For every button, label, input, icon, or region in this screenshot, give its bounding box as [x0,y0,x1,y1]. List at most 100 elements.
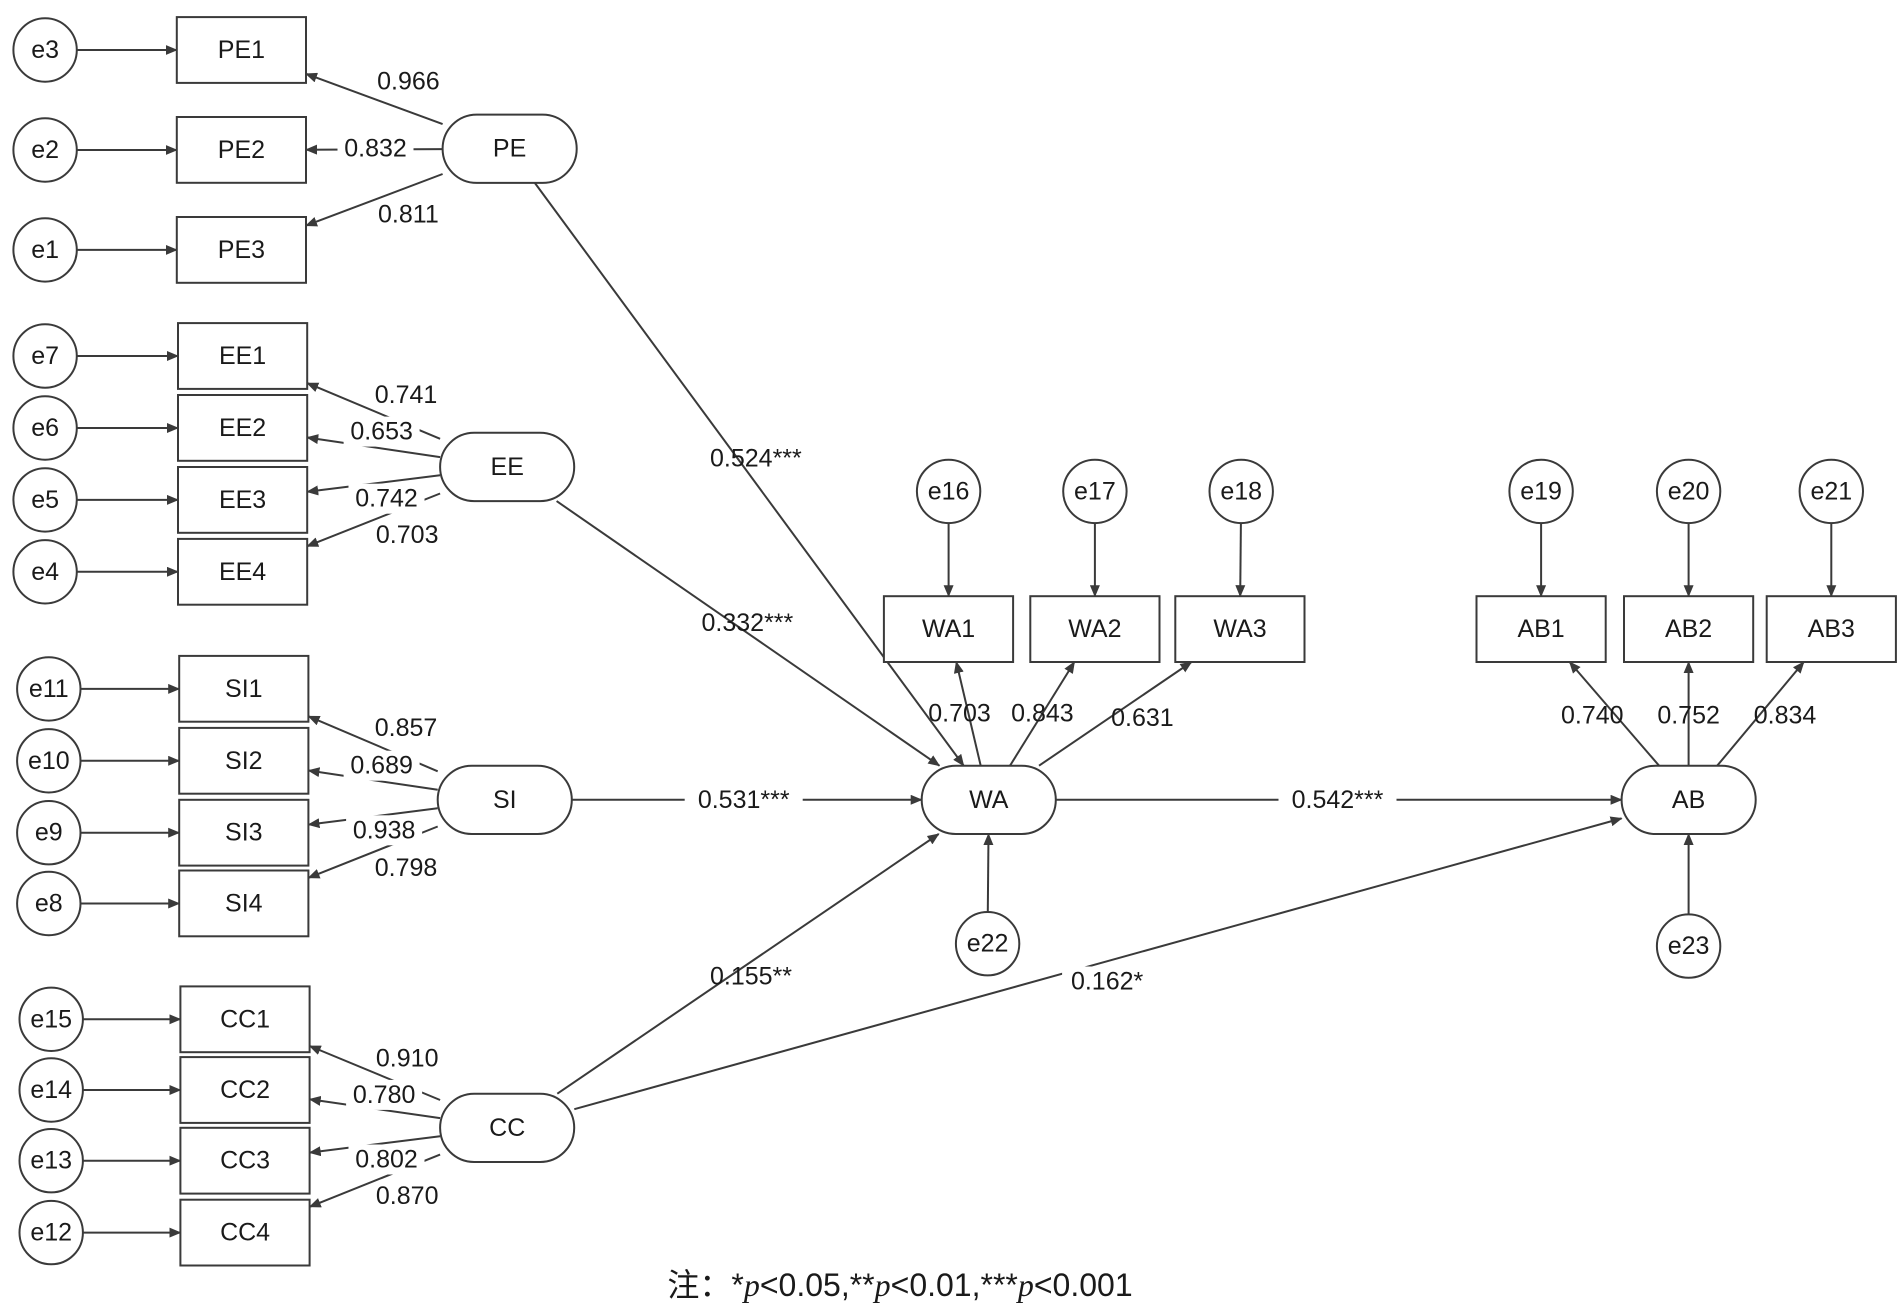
observed-variable-box [882,595,1015,664]
node-label-cc4: CC4 [220,1219,270,1247]
edge-label-pe-wa: 0.524*** [710,444,802,472]
error-term-circle [1208,458,1274,525]
node-label-e2: e2 [31,136,59,164]
node-label-pe2: PE2 [218,136,265,164]
node-e13: e13 [18,1128,84,1194]
node-label-ab2: AB2 [1665,615,1712,643]
node-cc4: CC4 [179,1198,311,1267]
node-label-wa1: WA1 [922,615,975,643]
edge-cc-to-ab [574,816,1623,1111]
edge-ee-to-ee2 [306,434,441,459]
error-term-circle [1508,458,1574,525]
edge-label-pe-pe2: 0.832 [344,135,407,163]
node-si4: SI4 [178,869,310,938]
node-label-cc3: CC3 [220,1147,270,1175]
significance-note: 注：*p<0.05,**p<0.01,***p<0.001 [667,1267,1132,1303]
observed-variable-box [179,1126,311,1195]
node-label-e9: e9 [35,819,63,847]
node-wa3: WA3 [1174,595,1306,664]
edge-label-background [1062,966,1153,997]
observed-variable-box [179,985,311,1054]
edge-pe-to-wa [533,182,965,767]
observed-variable-box [178,869,310,938]
edge-label-wa-wa2: 0.843 [1011,699,1074,727]
node-label-e13: e13 [30,1147,72,1175]
node-cc3: CC3 [179,1126,311,1195]
node-label-si4: SI4 [225,890,263,918]
node-label-ab3: AB3 [1808,615,1855,643]
edge-label-si-si3: 0.938 [353,816,416,844]
node-pe: PE [441,113,578,184]
error-term-circle [1062,458,1128,525]
node-label-si3: SI3 [225,819,263,847]
latent-variable-oval [920,764,1057,836]
node-label-pe1: PE1 [218,36,265,64]
node-label-ee: EE [491,453,524,481]
node-label-pe3: PE3 [218,236,265,264]
edge-ee-to-wa [556,500,941,767]
edge-ab-to-ab1 [1568,661,1660,767]
node-label-e3: e3 [31,36,59,64]
edge-label-ee-ee4: 0.703 [376,521,439,549]
node-label-e15: e15 [30,1005,72,1033]
edge-label-ee-ee2: 0.653 [350,418,413,446]
node-label-ab1: AB1 [1517,615,1564,643]
note-stars-2: ** [850,1267,875,1303]
edge-label-ee-ee3: 0.742 [355,485,418,513]
node-e16: e16 [915,458,982,525]
node-cc1: CC1 [179,985,311,1054]
node-label-e7: e7 [31,342,59,370]
node-ee: EE [439,431,576,503]
node-label-e5: e5 [31,486,59,514]
observed-variable-box [1765,595,1897,664]
error-term-circle [12,117,78,183]
edge-label-cc-ab: 0.162* [1071,968,1144,996]
observed-variable-box [1029,595,1161,664]
edge-ee-to-ee3 [306,474,441,496]
edge-label-background [348,1144,425,1175]
node-e21: e21 [1798,458,1865,525]
error-term-circle [18,986,84,1052]
node-e4: e4 [12,539,78,605]
edge-label-pe-pe3: 0.811 [378,201,439,229]
node-label-wa: WA [969,786,1009,814]
edge-label-background [343,750,420,781]
note-stars-1: * [731,1267,743,1303]
error-term-circle [954,911,1021,977]
note-rest-2: <0.01, [891,1267,981,1303]
node-e19: e19 [1508,458,1574,525]
node-label-ab: AB [1672,786,1705,814]
node-e18: e18 [1208,458,1274,525]
observed-variable-box [1174,595,1306,664]
node-label-cc1: CC1 [220,1005,270,1033]
edge-label-background [346,1079,423,1110]
node-e8: e8 [16,870,82,937]
node-si1: SI1 [178,654,310,723]
latent-variable-oval [439,431,576,503]
node-e1: e1 [12,217,78,283]
node-label-pe: PE [493,135,526,163]
node-ab1: AB1 [1475,595,1607,664]
node-e3: e3 [12,17,78,83]
node-label-si: SI [493,786,517,814]
node-label-ee4: EE4 [219,558,266,586]
observed-variable-box [1475,595,1607,664]
node-label-e6: e6 [31,414,59,442]
node-e23: e23 [1655,913,1722,979]
node-ee1: EE1 [177,322,309,390]
error-term-circle [12,395,78,461]
node-ee4: EE4 [177,537,309,606]
node-label-si2: SI2 [225,747,263,775]
node-e5: e5 [12,467,78,533]
node-e20: e20 [1655,458,1722,525]
node-label-e23: e23 [1668,932,1710,960]
edge-label-background [343,416,420,447]
node-label-cc: CC [489,1114,525,1142]
edge-label-si-si1: 0.857 [375,714,438,742]
node-e22: e22 [954,911,1021,977]
error-term-circle [16,728,82,794]
error-term-circle [18,1057,84,1123]
edge-wa-to-wa1 [953,661,982,766]
note-prefix: 注： [667,1267,731,1303]
observed-variable-box [179,1198,311,1267]
